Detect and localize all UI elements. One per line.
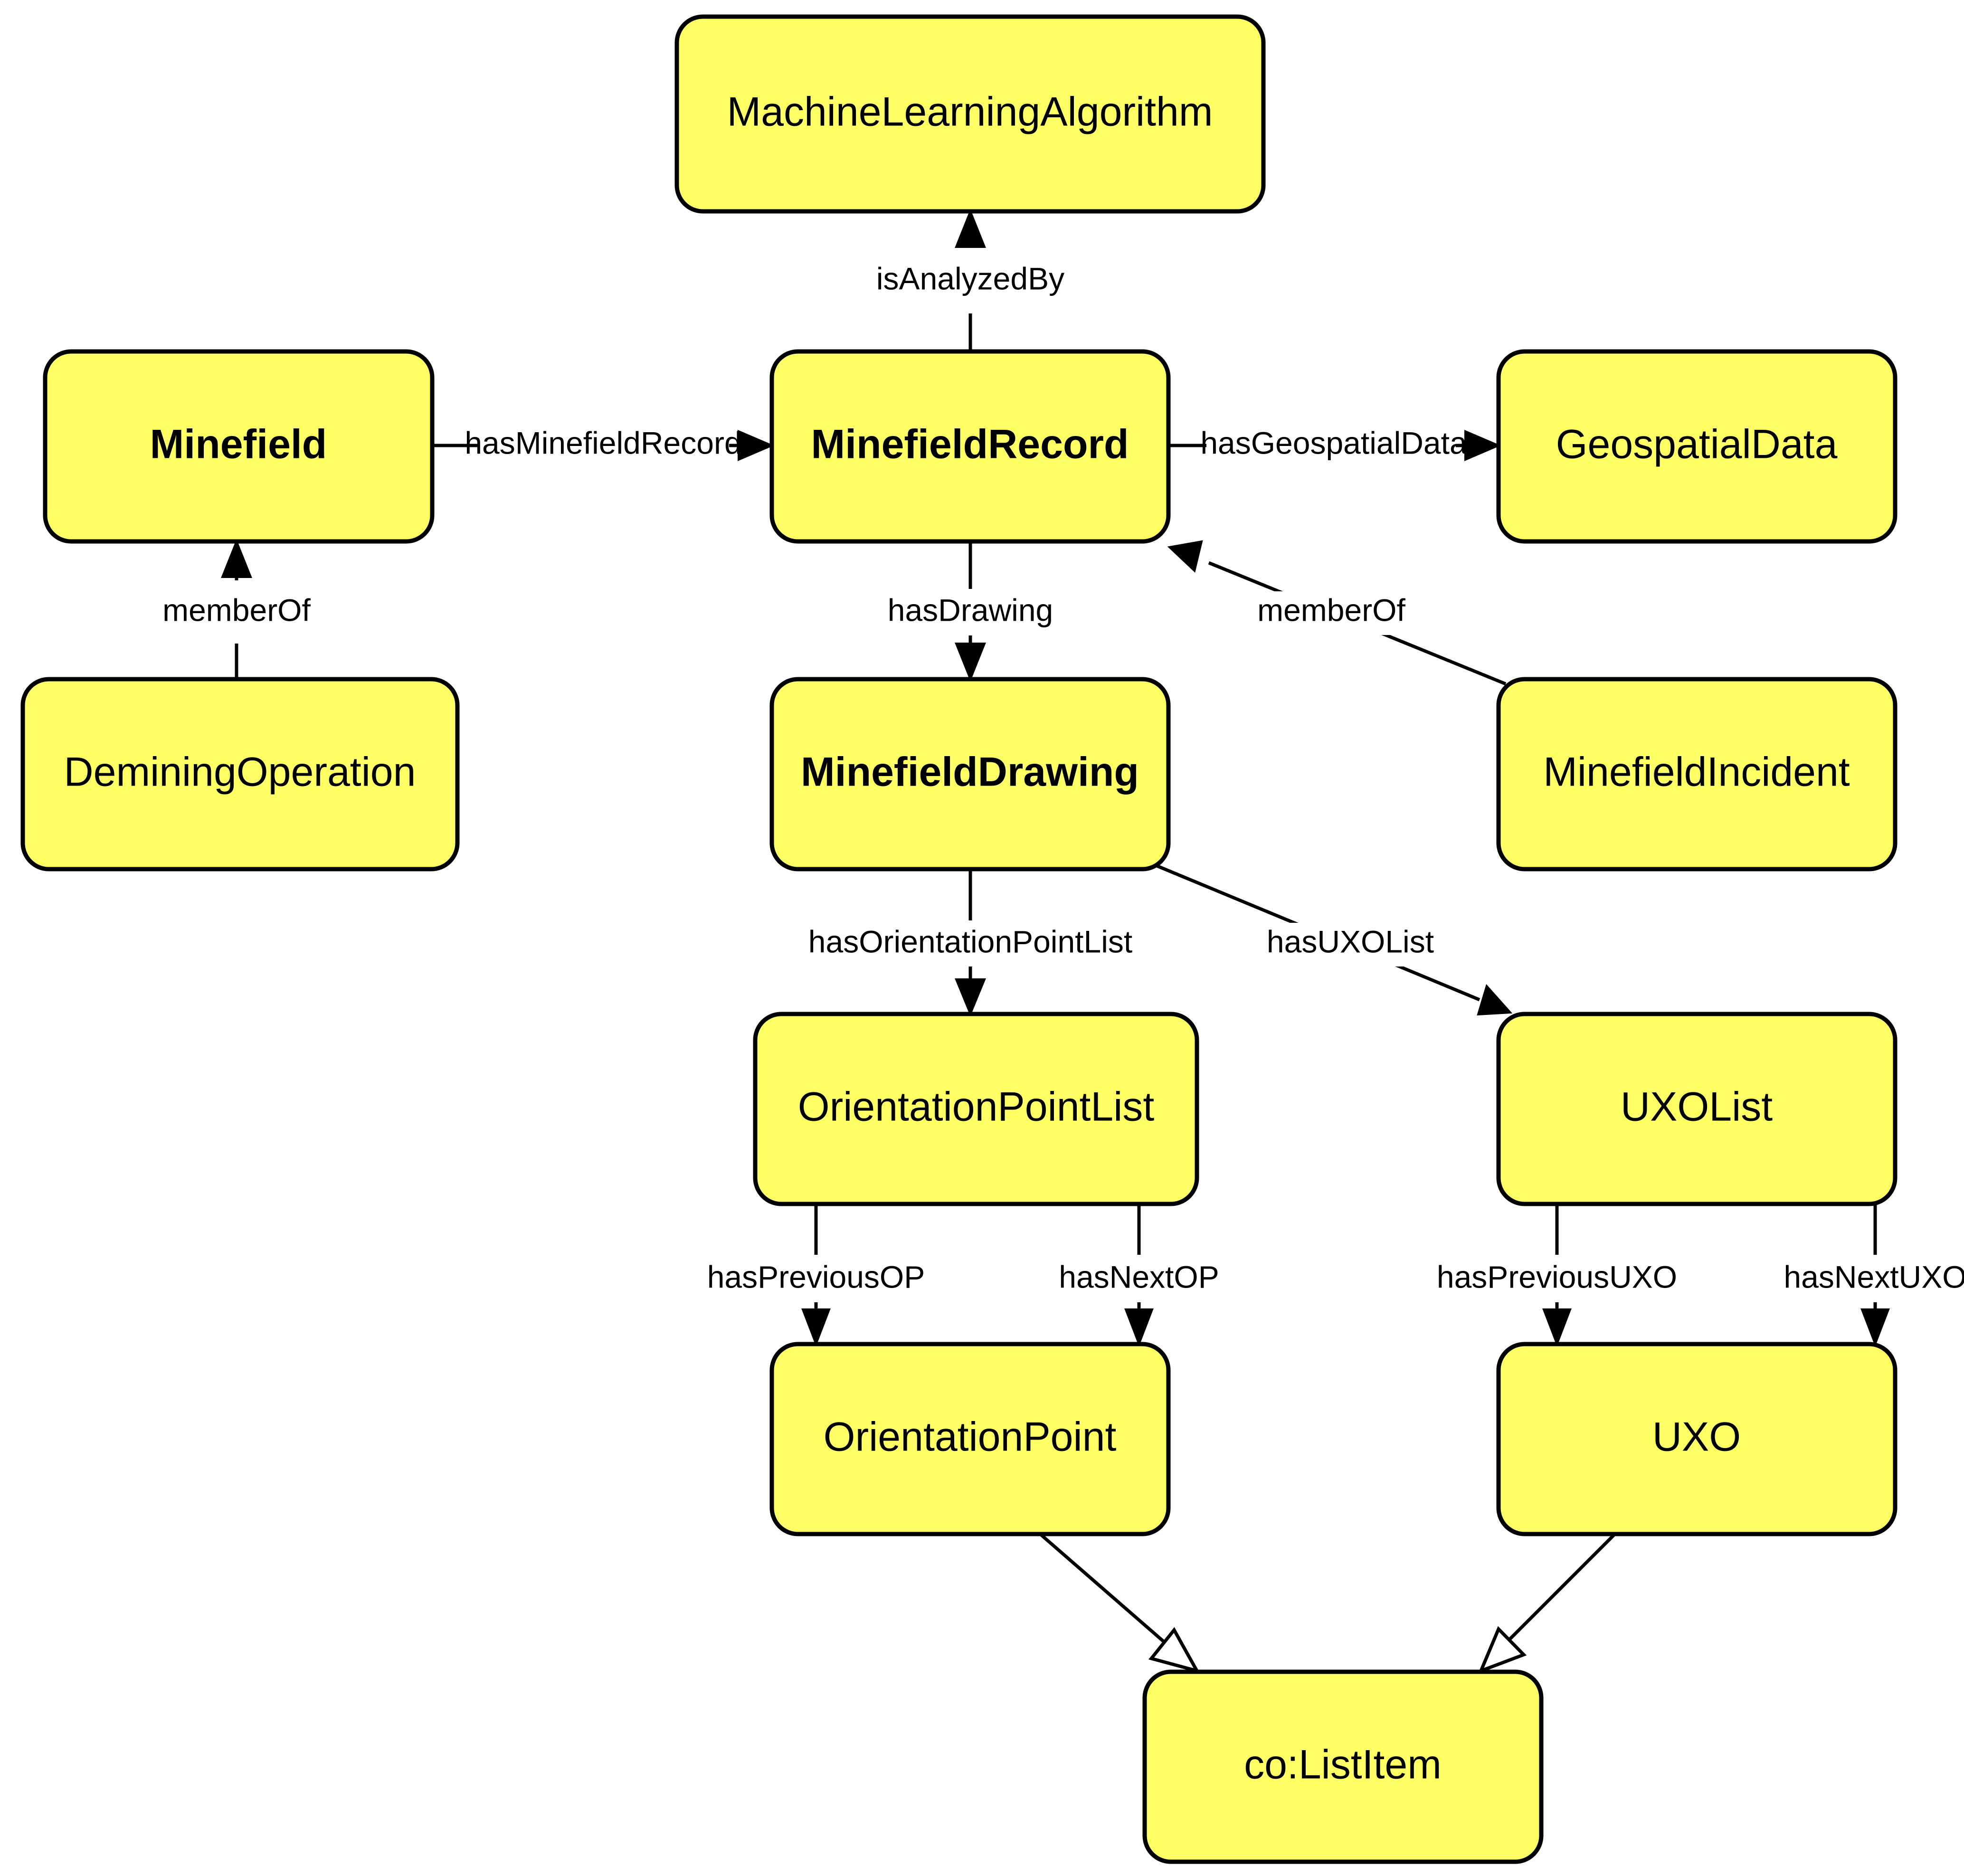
edge-hasminefieldrecord: hasMinefieldRecord: [432, 425, 775, 462]
edge-label-hasdrawing: hasDrawing: [888, 592, 1053, 627]
node-minefieldincident[interactable]: MinefieldIncident: [1496, 677, 1898, 872]
nodes-layer: MachineLearningAlgorithm Minefield Minef…: [20, 14, 1898, 1864]
node-rect-machinelearningalgorithm[interactable]: [674, 14, 1266, 214]
edge-hasdrawing: hasDrawing: [876, 541, 1066, 682]
node-orientationpoint[interactable]: OrientationPoint: [769, 1342, 1171, 1536]
node-deminingoperation[interactable]: DeminingOperation: [20, 677, 460, 872]
edge-hasorientationpointlist: hasOrientationPointList: [788, 869, 1154, 1017]
node-label-machinelearningalgorithm: MachineLearningAlgorithm: [727, 89, 1213, 135]
edge-label-hasminefieldrecord: hasMinefieldRecord: [465, 425, 741, 460]
node-label-minefield: Minefield: [150, 422, 327, 467]
edge-memberof-minefield: memberOf: [147, 539, 328, 679]
edge-label-hasgeospatialdata: hasGeospatialData: [1200, 425, 1467, 460]
node-geospatialdata[interactable]: GeospatialData: [1496, 349, 1898, 544]
edge-hasnextuxo: hasNextUXO: [1784, 1204, 1964, 1347]
edge-op-isa-listitem: [1039, 1533, 1201, 1674]
node-label-geospatialdata: GeospatialData: [1556, 422, 1838, 467]
node-minefield[interactable]: Minefield: [43, 349, 435, 544]
node-rect-minefield[interactable]: [43, 349, 435, 544]
edge-hasuxolist: hasUXOList: [1129, 853, 1513, 1016]
node-rect-uxolist[interactable]: [1496, 1012, 1898, 1206]
edge-memberof-record: memberOf: [1167, 540, 1507, 686]
edge-hasnextop: hasNextOP: [1059, 1204, 1223, 1347]
edge-uxo-isa-listitem: [1478, 1533, 1616, 1674]
node-rect-orientationpointlist[interactable]: [753, 1012, 1199, 1206]
node-label-colistitem: co:ListItem: [1244, 1742, 1442, 1788]
node-uxolist[interactable]: UXOList: [1496, 1012, 1898, 1206]
edge-haspreviousop: hasPreviousOP: [707, 1204, 926, 1347]
node-label-minefielddrawing: MinefieldDrawing: [801, 749, 1139, 795]
edge-label-isanalyzedby: isAnalyzedBy: [876, 261, 1064, 296]
node-rect-geospatialdata[interactable]: [1496, 349, 1898, 544]
node-rect-deminingoperation[interactable]: [20, 677, 460, 872]
edge-label-memberof-record: memberOf: [1257, 592, 1405, 627]
node-label-uxo: UXO: [1652, 1414, 1741, 1460]
node-rect-minefielddrawing[interactable]: [769, 677, 1171, 872]
node-label-orientationpoint: OrientationPoint: [824, 1414, 1117, 1460]
node-rect-uxo[interactable]: [1496, 1342, 1898, 1536]
edge-label-haspreviousuxo: hasPreviousUXO: [1437, 1259, 1677, 1294]
node-rect-minefieldrecord[interactable]: [769, 349, 1171, 544]
node-label-orientationpointlist: OrientationPointList: [798, 1084, 1155, 1130]
node-machinelearningalgorithm[interactable]: MachineLearningAlgorithm: [674, 14, 1266, 214]
edge-label-hasnextop: hasNextOP: [1059, 1259, 1219, 1294]
node-minefieldrecord[interactable]: MinefieldRecord: [769, 349, 1171, 544]
edge-hasgeospatialdata: hasGeospatialData: [1168, 425, 1501, 462]
node-label-uxolist: UXOList: [1621, 1084, 1773, 1130]
edge-haspreviousuxo: hasPreviousUXO: [1437, 1204, 1677, 1347]
edges-layer: isAnalyzedBy hasMinefieldRecord hasGeosp…: [147, 208, 1964, 1674]
node-rect-minefieldincident[interactable]: [1496, 677, 1898, 872]
node-orientationpointlist[interactable]: OrientationPointList: [753, 1012, 1199, 1206]
edge-isanalyzedby: isAnalyzedBy: [850, 208, 1092, 351]
edge-label-hasuxolist: hasUXOList: [1267, 924, 1434, 959]
edge-label-hasorientationpointlist: hasOrientationPointList: [808, 924, 1132, 959]
edge-label-memberof-minefield: memberOf: [162, 592, 311, 627]
node-colistitem[interactable]: co:ListItem: [1142, 1669, 1544, 1864]
node-label-minefieldincident: MinefieldIncident: [1543, 749, 1850, 795]
node-label-deminingoperation: DeminingOperation: [64, 749, 416, 795]
edge-label-haspreviousop: hasPreviousOP: [707, 1259, 925, 1294]
node-label-minefieldrecord: MinefieldRecord: [811, 422, 1129, 467]
node-minefielddrawing[interactable]: MinefieldDrawing: [769, 677, 1171, 872]
node-rect-orientationpoint[interactable]: [769, 1342, 1171, 1536]
node-uxo[interactable]: UXO: [1496, 1342, 1898, 1536]
node-rect-colistitem[interactable]: [1142, 1669, 1544, 1864]
edge-label-hasnextuxo: hasNextUXO: [1784, 1259, 1964, 1294]
